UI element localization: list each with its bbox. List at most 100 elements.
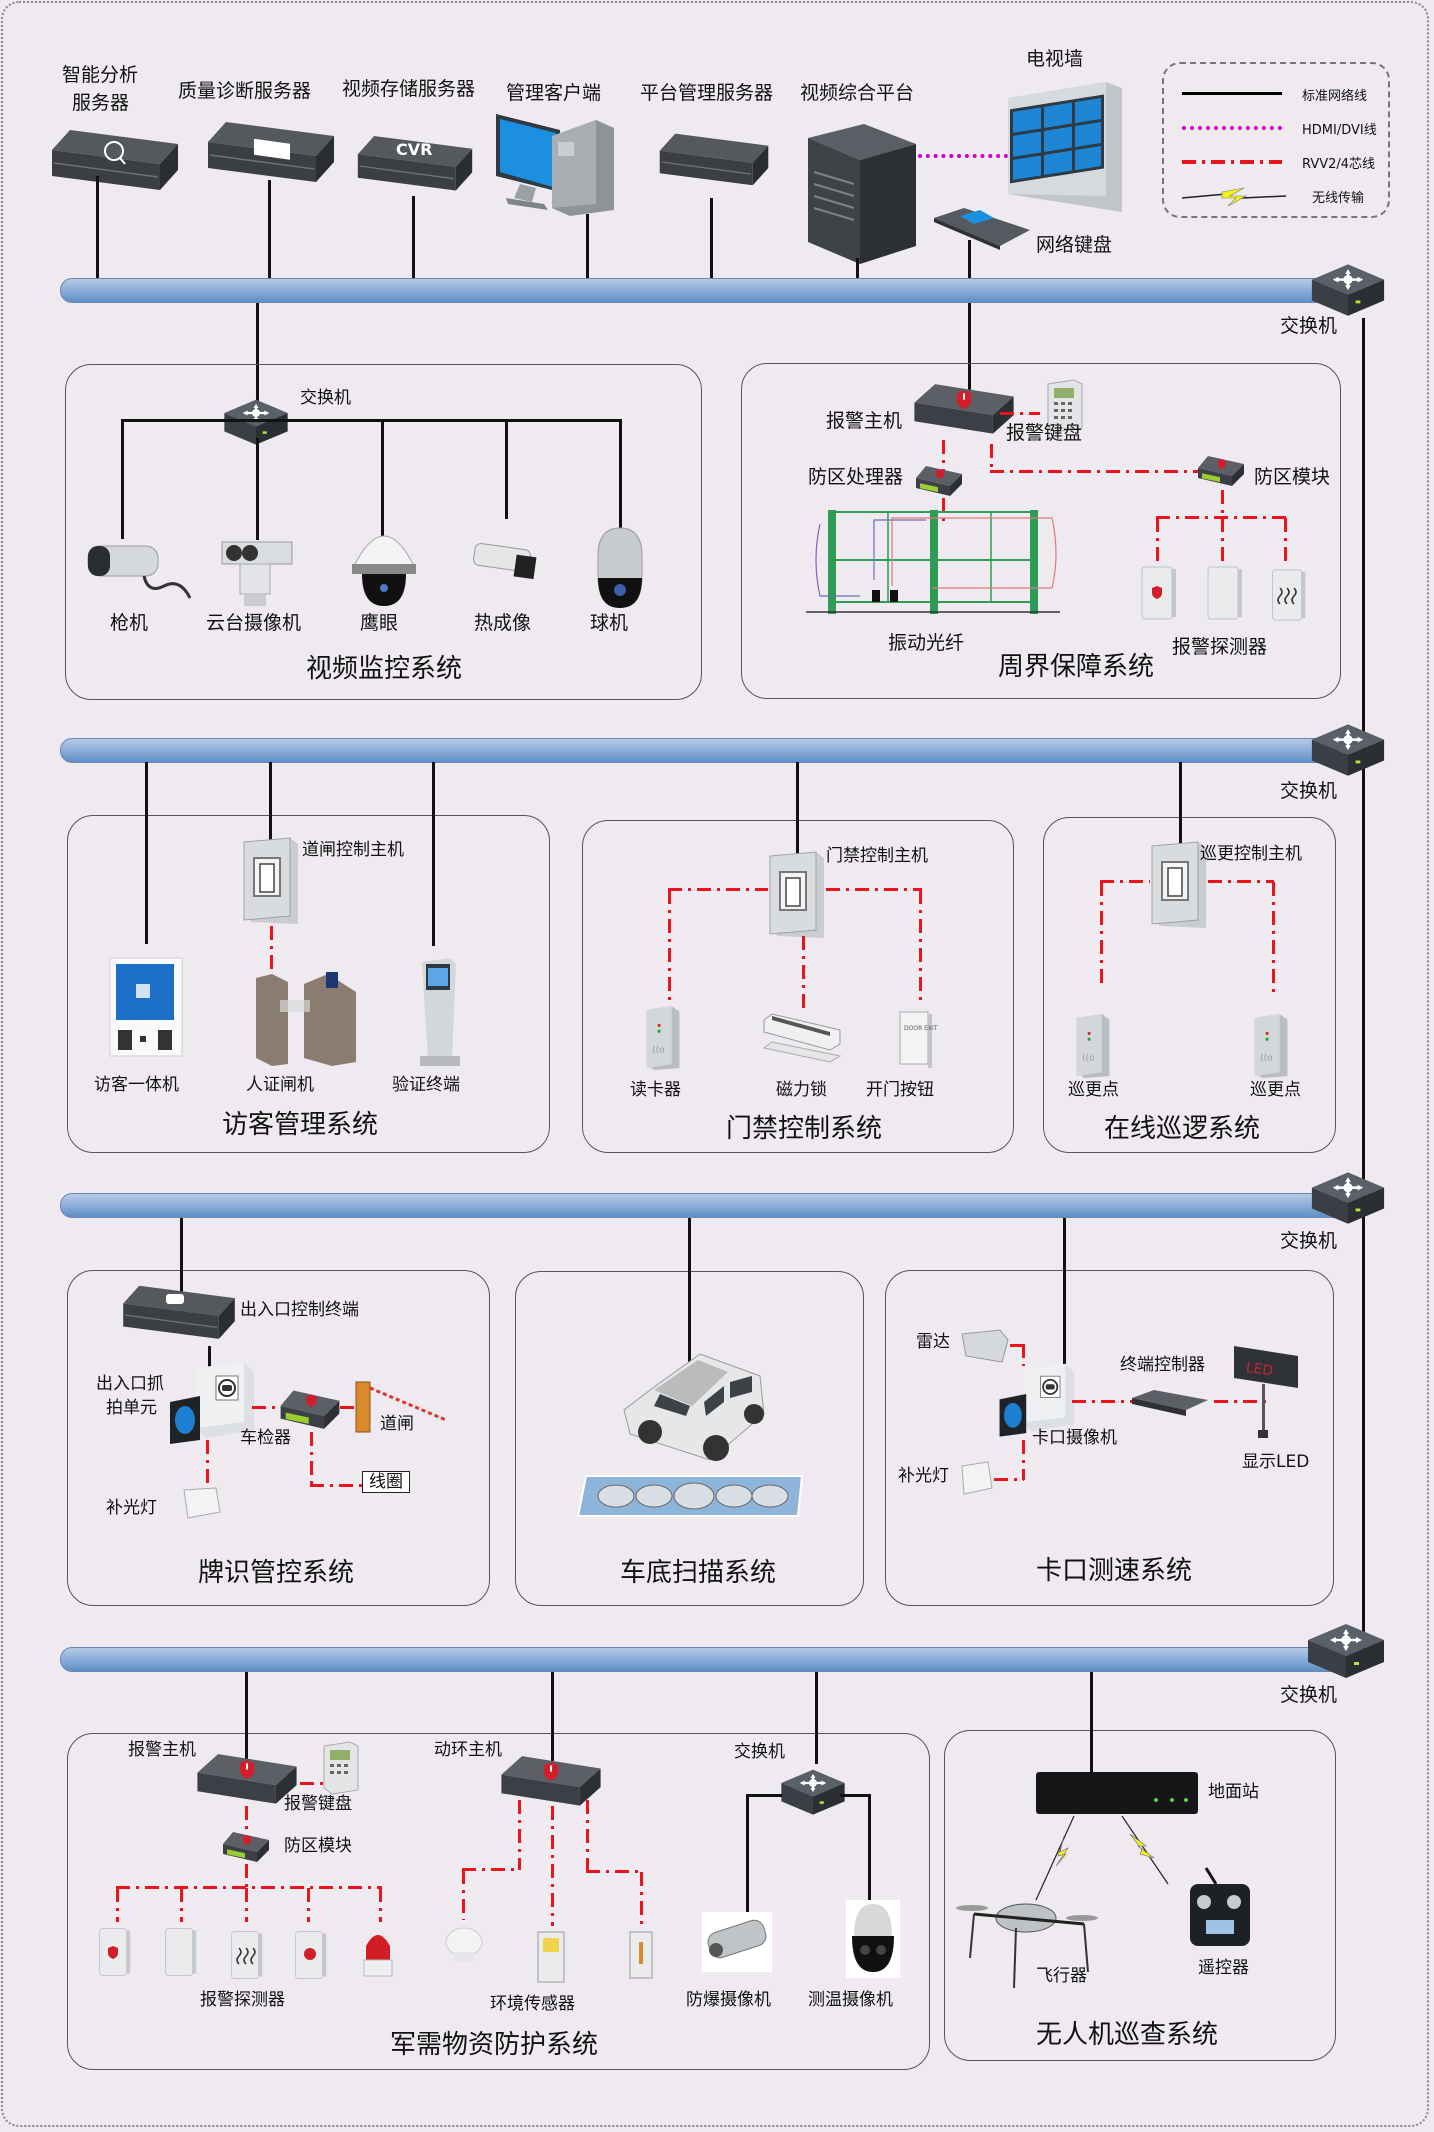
label-core-switch-1: 交换机 [1280, 315, 1338, 337]
system-box-checkpoint [885, 1270, 1334, 1606]
rvv-line [586, 1800, 589, 1872]
mil-zone-module-icon [220, 1830, 272, 1866]
hdmi-line [918, 154, 1008, 158]
verification-terminal-icon [420, 958, 460, 1066]
system-title-patrol: 在线巡逻系统 [1104, 1114, 1261, 1144]
system-box-visitor [67, 815, 550, 1153]
platform-server-icon [658, 132, 770, 187]
video-wall-icon [1008, 82, 1122, 212]
system-title-checkpoint: 卡口测速系统 [1036, 1556, 1193, 1586]
label-verification-terminal: 验证终端 [392, 1075, 460, 1095]
label-bullet-camera: 枪机 [110, 612, 149, 634]
label-mil-alarm-keyboard: 报警键盘 [284, 1794, 352, 1814]
water-sensor-icon [629, 1931, 653, 1979]
legend-label: RVV2/4芯线 [1302, 157, 1376, 172]
rvv-line [245, 1864, 248, 1888]
explosion-proof-camera-icon [702, 1912, 772, 1972]
rvv-line [668, 890, 671, 1000]
label-core-switch-3: 交换机 [1280, 1230, 1338, 1252]
label-entrance-terminal: 出入口控制终端 [240, 1300, 359, 1320]
label-explosion-proof-camera: 防爆摄像机 [686, 1990, 771, 2010]
mil-detector-heat-icon [231, 1931, 263, 1979]
label-patrol-point-1: 巡更点 [1068, 1080, 1119, 1100]
alarm-keyboard-icon [1047, 379, 1083, 433]
detector-pir-icon [1204, 562, 1244, 624]
rvv-line [310, 1484, 362, 1487]
thermal-dome-camera-icon [846, 1900, 900, 1978]
ptz-camera-icon [221, 541, 293, 606]
label-checkpoint-fill-light: 补光灯 [898, 1466, 949, 1486]
label-access-host: 门禁控制主机 [826, 846, 928, 866]
radar-icon [961, 1329, 1009, 1363]
label-management-client: 管理客户端 [506, 82, 602, 104]
rvv-line [640, 1872, 643, 1928]
mil-alarm-siren-icon [363, 1935, 393, 1977]
network-line [381, 419, 384, 539]
label-ptz-camera: 云台摄像机 [206, 612, 302, 634]
ground-station-icon [1036, 1772, 1198, 1814]
zone-processor-icon [914, 464, 964, 500]
led-text: LED [1245, 1360, 1274, 1380]
network-line [1179, 762, 1182, 858]
network-line [145, 762, 148, 944]
legend-item-rvv: RVV2/4芯线 [1182, 150, 1382, 174]
label-magnetic-lock: 磁力锁 [776, 1080, 827, 1100]
smoke-detector-icon [445, 1927, 483, 1962]
label-patrol-host: 巡更控制主机 [1200, 844, 1302, 864]
label-mil-zone-module: 防区模块 [284, 1836, 352, 1856]
network-line [968, 240, 971, 279]
barrier-gate-icon [355, 1381, 447, 1433]
label-zone-processor: 防区处理器 [808, 466, 904, 488]
door-exit-text: DOOR EXIT [904, 1025, 938, 1032]
rvv-line [1100, 880, 1150, 883]
turnstile-icon [256, 972, 356, 1066]
rvv-line [1272, 882, 1275, 996]
rvv-line [1284, 518, 1287, 564]
rvv-line [300, 1782, 324, 1785]
label-checkpoint-camera: 卡口摄像机 [1032, 1428, 1117, 1448]
label-alarm-detectors: 报警探测器 [1172, 636, 1268, 658]
label-mil-switch: 交换机 [734, 1742, 785, 1762]
rvv-line [826, 888, 922, 891]
legend-item-hdmi: HDMI/DVI线 [1182, 116, 1382, 140]
dotted-line-sample [1182, 126, 1282, 130]
label-storage-server: 视频存储服务器 [342, 78, 476, 100]
rvv-line [1022, 1344, 1025, 1366]
bullet-camera-icon [87, 545, 192, 599]
label-gate-host: 道闸控制主机 [302, 840, 404, 860]
label-thermal-dome-camera: 测温摄像机 [808, 1990, 893, 2010]
mil-switch-icon [780, 1768, 846, 1816]
system-box-video [65, 364, 702, 700]
rvv-line [310, 1432, 313, 1484]
label-zone-module: 防区模块 [1254, 466, 1331, 488]
rvv-line [994, 1478, 1024, 1481]
system-title-perimeter: 周界保障系统 [998, 652, 1155, 682]
label-analysis-server-2: 服务器 [72, 92, 130, 114]
network-line [268, 180, 271, 279]
gate-control-host-icon [240, 836, 300, 926]
label-drone-aircraft: 飞行器 [1036, 1966, 1087, 1986]
label-visitor-kiosk: 访客一体机 [94, 1075, 179, 1095]
network-bus-2 [60, 738, 1350, 763]
rvv-line [551, 1806, 554, 1926]
fill-light-icon [183, 1487, 221, 1519]
wireless-link-icon [1035, 1815, 1169, 1901]
rvv-line [252, 1406, 278, 1409]
network-bus-3 [60, 1193, 1350, 1218]
label-thermal: 热成像 [474, 612, 532, 634]
legend-item-wireless: 无线传输 [1181, 184, 1382, 208]
rvv-line [1010, 1344, 1024, 1347]
pc-client-icon [496, 114, 614, 216]
label-core-switch-2: 交换机 [1280, 780, 1338, 802]
mil-emergency-button-icon [295, 1931, 327, 1979]
rvv-line [990, 444, 993, 472]
detector-heat-icon [1268, 566, 1308, 624]
network-line [432, 762, 435, 946]
rvv-line [1022, 1440, 1025, 1480]
system-title-video: 视频监控系统 [306, 654, 463, 684]
label-vibration-fiber: 振动光纤 [888, 632, 965, 654]
label-barrier: 道闸 [380, 1414, 414, 1434]
eagle-eye-camera-icon [352, 535, 416, 606]
rvv-line [942, 498, 945, 522]
network-bus-4 [60, 1647, 1350, 1672]
